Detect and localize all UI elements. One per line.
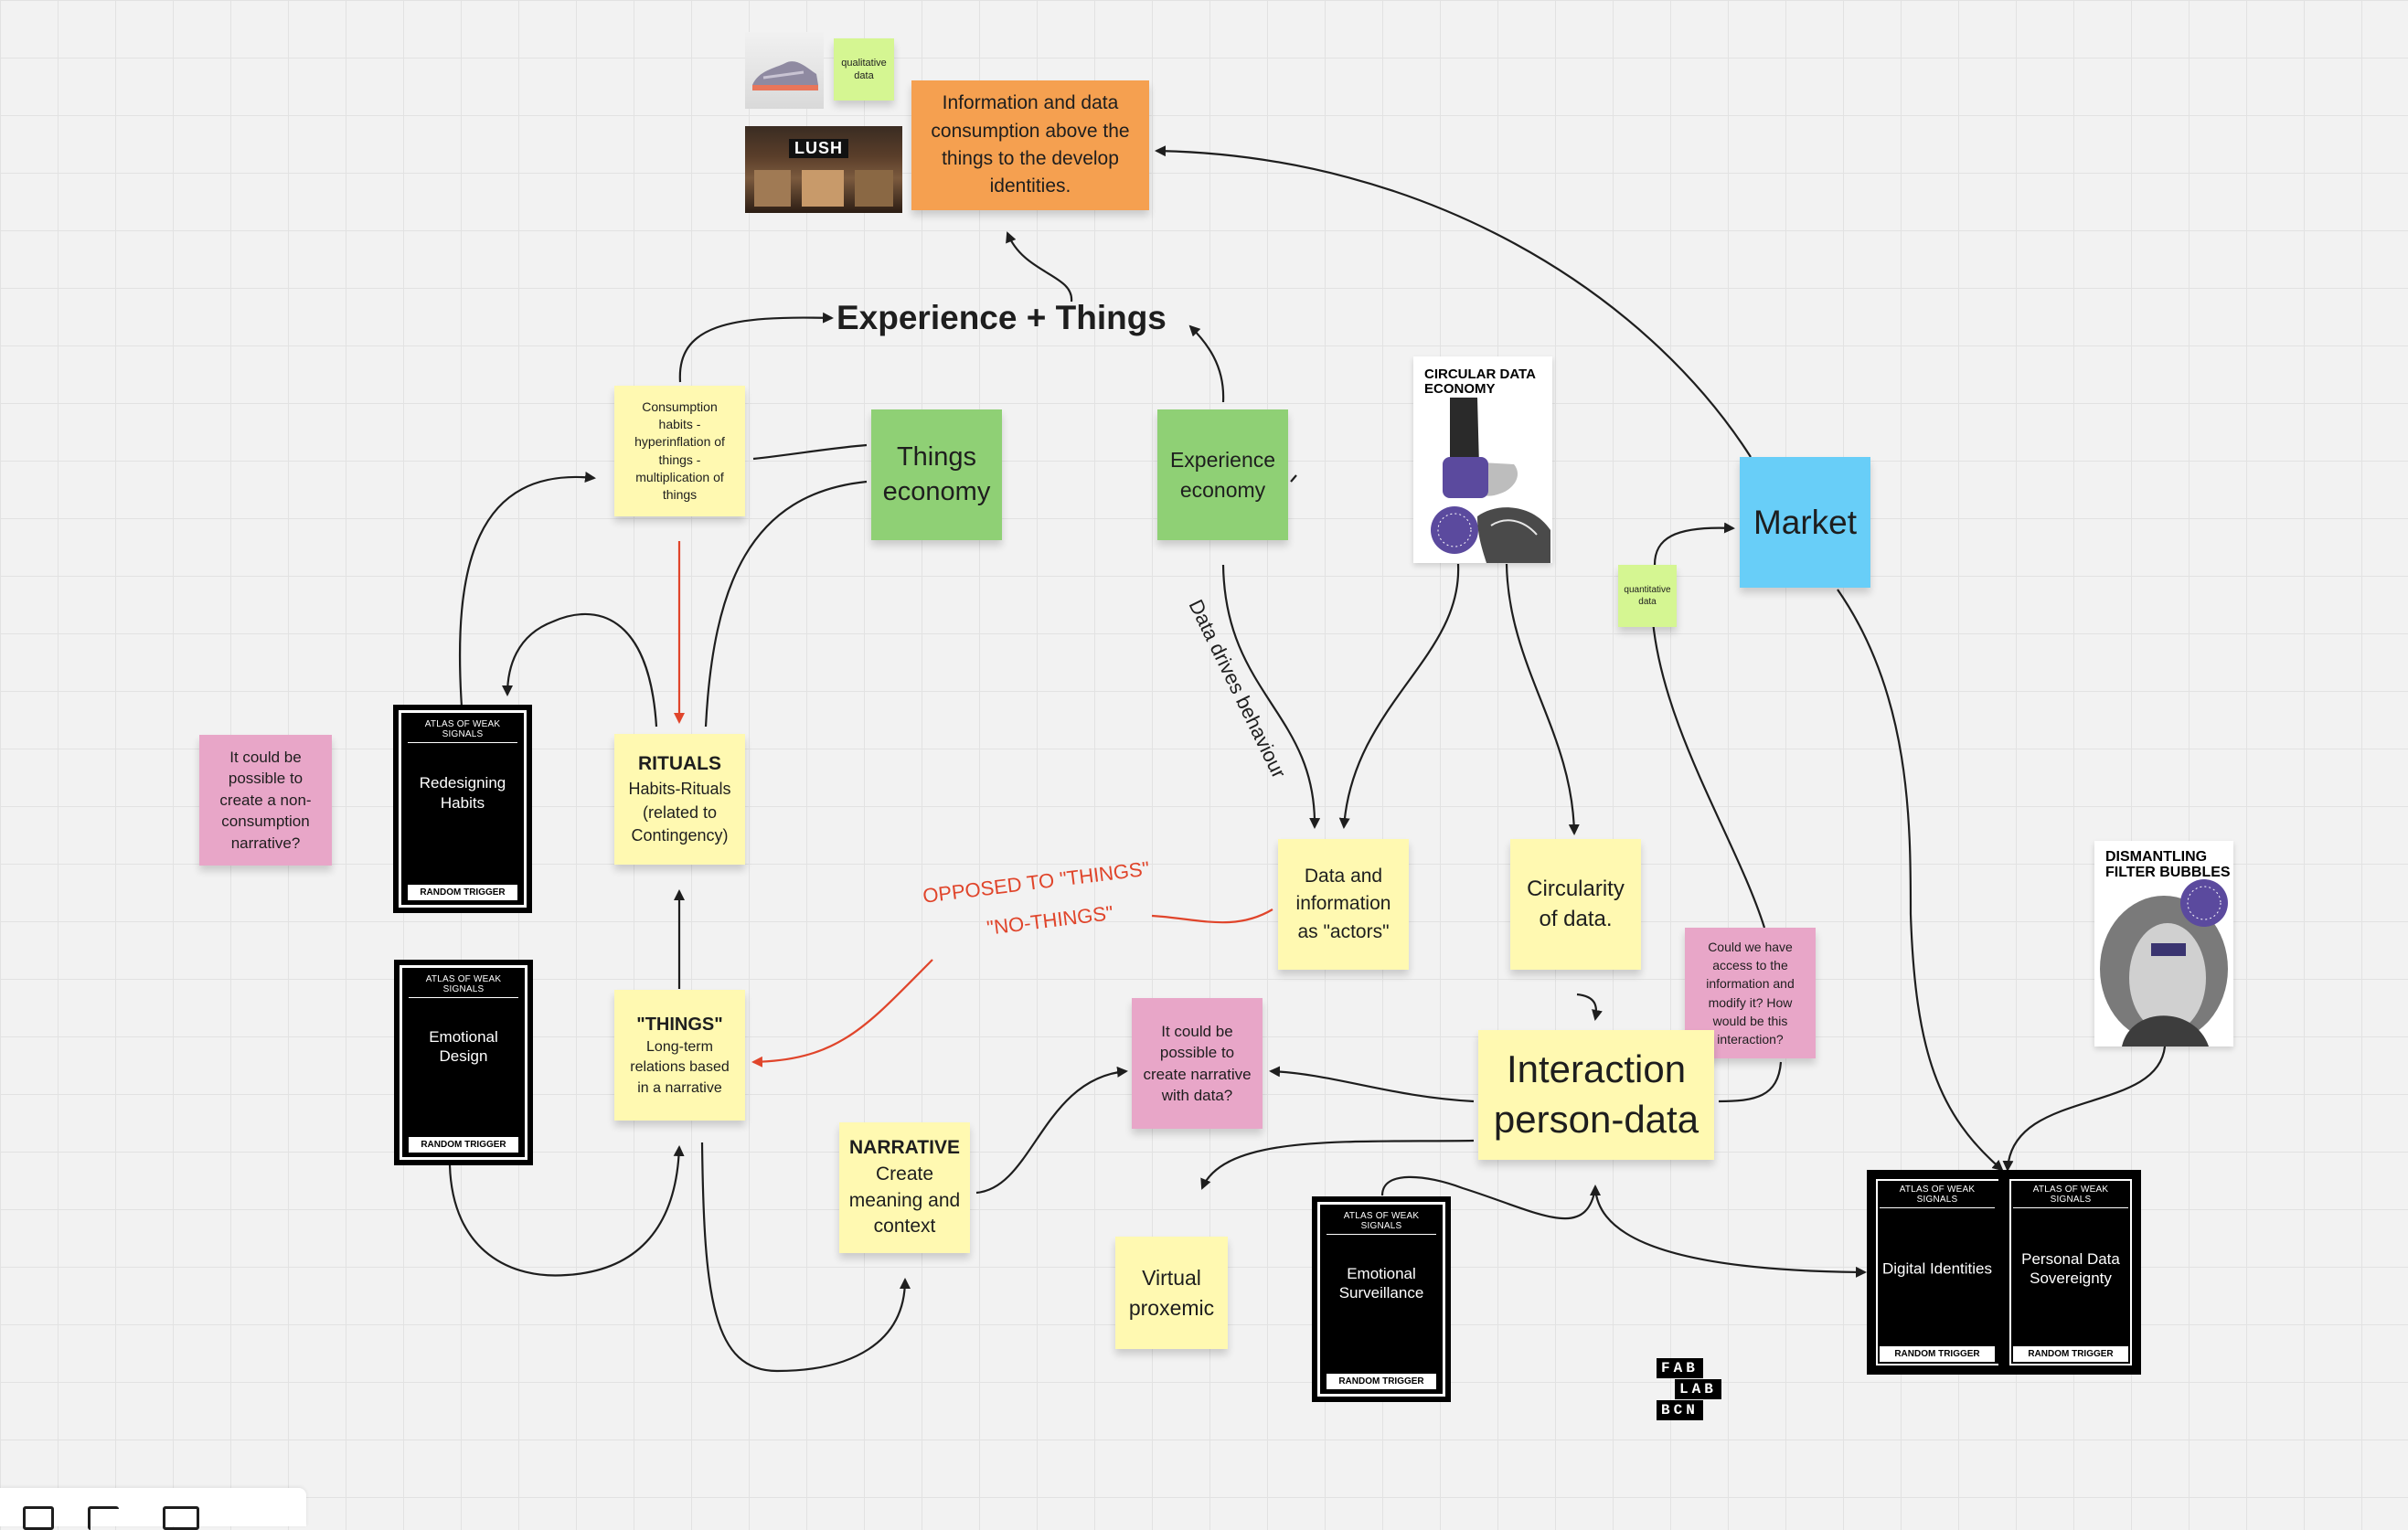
card-footer: RANDOM TRIGGER [1880,1346,1995,1362]
card-tool-icon[interactable] [163,1506,199,1530]
frame-tool-icon[interactable] [23,1506,54,1530]
connector-things-economy-to-habits [752,443,868,461]
card-header: ATLAS OF WEAK SIGNALS [1327,1211,1436,1235]
connector-interaction-to-proxemic [1200,1139,1475,1190]
card-footer: RANDOM TRIGGER [408,885,517,900]
card-header: ATLAS OF WEAK SIGNALS [408,719,517,743]
red-connector-actors-to-opposed [1151,908,1273,924]
sticky-things[interactable]: "THINGS" Long-term relations based in a … [614,990,745,1121]
sticky-experience-economy[interactable]: Experience economy [1157,409,1288,540]
connector-interaction-to-narrative-data [1269,1066,1475,1103]
red-connector-opposed-to-things [751,959,933,1068]
connector-things-economy-to-rituals [704,480,868,728]
connector-things-to-narrative [700,1142,911,1373]
things-title: "THINGS" [636,1014,723,1035]
card-pair-identities-sovereignty[interactable]: ATLAS OF WEAK SIGNALS Digital Identities… [1867,1170,2141,1375]
connector-stub [1290,474,1297,483]
hands-illustration-icon [1431,398,1550,563]
poster-title: CIRCULAR DATA ECONOMY [1424,367,1536,397]
card-personal-data-sovereignty[interactable]: ATLAS OF WEAK SIGNALS Personal Data Sove… [2004,1174,2137,1371]
connector-experience-to-heading [1188,324,1225,403]
card-footer: RANDOM TRIGGER [409,1137,518,1153]
rituals-title: RITUALS [638,753,721,775]
card-redesigning-habits[interactable]: ATLAS OF WEAK SIGNALS Redesigning Habits… [393,705,532,913]
card-title: Personal Data Sovereignty [2021,1249,2120,1287]
connector-interaction-to-identities [1593,1187,1867,1278]
connector-poster-to-circularity [1505,563,1580,835]
fablab-logo: FAB LAB BCN [1657,1358,1733,1424]
connector-access-to-interaction [1718,1061,1783,1103]
logo-row1: FAB [1657,1358,1703,1378]
narrative-body: Create meaning and context [848,1163,961,1238]
connector-poster-to-actors [1338,563,1460,829]
connector-access-to-quantitative [1651,621,1766,929]
lush-store-image: LUSH [745,126,902,213]
card-title: Emotional Design [429,1027,498,1066]
lush-sign: LUSH [789,139,848,158]
connector-circularity-to-interaction [1576,993,1603,1021]
card-digital-identities[interactable]: ATLAS OF WEAK SIGNALS Digital Identities… [1870,1174,2004,1371]
logo-row2: LAB [1675,1379,1721,1399]
sticky-rituals[interactable]: RITUALS Habits-Rituals (related to Conti… [614,734,745,865]
sticky-info-consumption[interactable]: Information and data consumption above t… [911,80,1149,210]
sticky-data-actors[interactable]: Data and information as "actors" [1278,839,1409,970]
things-body: Long-term relations based in a narrative [630,1038,730,1096]
connector-quantitative-to-market [1653,522,1735,566]
poster-dismantling-filter-bubbles[interactable]: DISMANTLING FILTER BUBBLES [2094,841,2233,1047]
bottom-toolbar [0,1488,306,1530]
connector-data-drives [1221,564,1321,829]
poster-title: DISMANTLING FILTER BUBBLES [2105,849,2231,880]
sticky-consumption-habits[interactable]: Consumption habits - hyperinflation of t… [614,386,745,516]
connector-emotional-to-things [448,1145,685,1277]
sticky-quantitative-data[interactable]: quantitative data [1618,565,1677,627]
connector-market-to-identities [1837,589,2004,1172]
card-footer: RANDOM TRIGGER [2013,1346,2128,1362]
sticky-narrative[interactable]: NARRATIVE Create meaning and context [839,1122,970,1253]
sticky-market[interactable]: Market [1740,457,1870,588]
connector-market-to-info [1155,145,1752,458]
rituals-body: Habits-Rituals (related to Contingency) [628,780,731,845]
card-footer: RANDOM TRIGGER [1327,1374,1436,1389]
connector-heading-to-info [1006,231,1073,303]
sticky-things-economy[interactable]: Things economy [871,409,1002,540]
connector-surveillance-to-identities [1380,1175,1597,1220]
card-title: Redesigning Habits [419,774,506,812]
card-emotional-design[interactable]: ATLAS OF WEAK SIGNALS Emotional Design R… [394,960,533,1165]
face-illustration-icon [2100,879,2228,1047]
card-title: Emotional Surveillance [1338,1264,1424,1302]
sticky-narrative-data[interactable]: It could be possible to create narrative… [1132,998,1263,1129]
connector-redesigning-to-habits [458,472,596,707]
narrative-title: NARRATIVE [849,1136,960,1158]
sticky-virtual-proxemic[interactable]: Virtual proxemic [1115,1237,1228,1349]
card-header: ATLAS OF WEAK SIGNALS [409,974,518,998]
connector-rituals-to-redesigning [502,612,658,728]
sticky-qualitative-data[interactable]: qualitative data [834,38,894,101]
connector-habits-to-heading [678,312,834,383]
logo-row3: BCN [1657,1400,1703,1420]
poster-circular-data-economy[interactable]: CIRCULAR DATA ECONOMY [1413,356,1552,563]
connector-poster-to-identities [2002,1046,2167,1172]
card-title: Digital Identities [1881,1259,1992,1278]
card-emotional-surveillance[interactable]: ATLAS OF WEAK SIGNALS Emotional Surveill… [1312,1196,1451,1402]
sticky-interaction[interactable]: Interaction person-data [1478,1030,1714,1160]
card-header: ATLAS OF WEAK SIGNALS [1880,1185,1995,1208]
sneaker-image [745,32,824,109]
board-heading: Experience + Things [836,299,1167,336]
connector-narrative-to-narrative-data [975,1066,1128,1195]
sticky-non-consumption[interactable]: It could be possible to create a non-con… [199,735,332,866]
sticky-circularity[interactable]: Circularity of data. [1510,839,1641,970]
layout-tool-icon[interactable] [88,1506,119,1530]
card-header: ATLAS OF WEAK SIGNALS [2013,1185,2128,1208]
